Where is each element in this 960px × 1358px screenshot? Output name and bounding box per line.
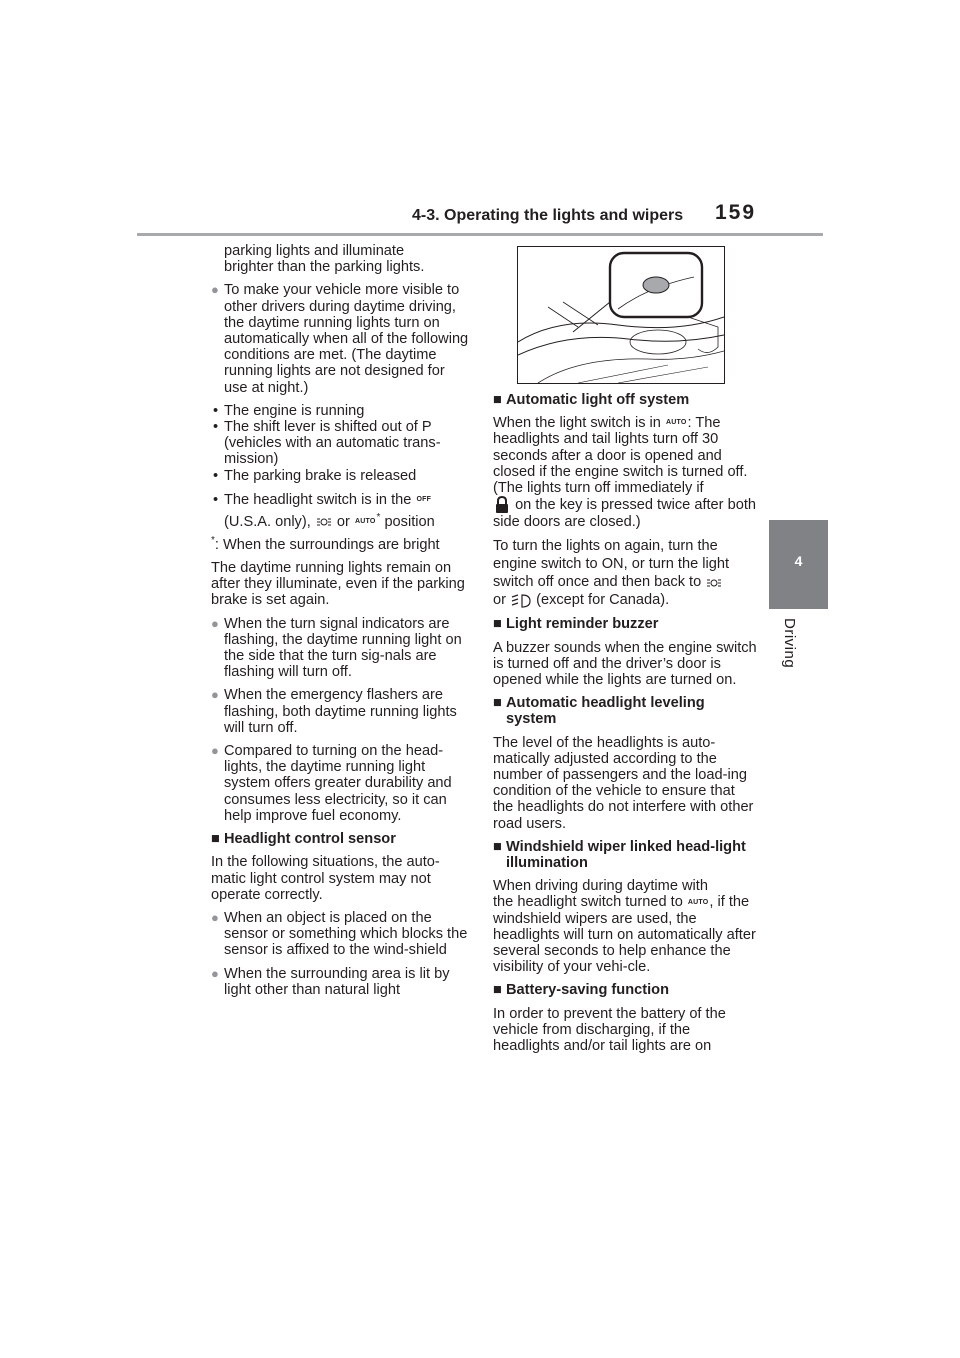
bullet-item: ●When the turn signal indicators are fla… <box>211 615 462 681</box>
off-icon: OFF <box>416 495 432 503</box>
footnote: *: When the surroundings are bright <box>211 534 440 553</box>
daytime-running-light-icon <box>707 579 722 587</box>
windshield-sensor-drawing <box>518 251 724 383</box>
paragraph: In order to prevent the battery of the v… <box>493 1005 726 1055</box>
auto-icon: AUTO <box>354 517 376 525</box>
section-heading: ■Headlight control sensor <box>211 831 396 848</box>
condition-item: • The headlight switch is in the OFF (U.… <box>213 491 435 530</box>
low-beam-headlight-icon <box>511 593 531 608</box>
paragraph: In the following situations, the auto-ma… <box>211 854 440 903</box>
auto-icon: AUTO <box>687 898 709 906</box>
paragraph: When the light switch is in AUTO: The he… <box>493 415 756 531</box>
continued-text: parking lights and illuminate brighter t… <box>224 243 425 276</box>
section-heading: ■Windshield wiper linked head-light illu… <box>493 838 746 872</box>
bullet-item: ●Compared to turning on the head-lights,… <box>211 743 452 824</box>
daytime-running-light-icon <box>316 518 331 526</box>
bullet-item: ●When the surrounding area is lit by lig… <box>211 965 450 998</box>
bullet-icon: ● <box>211 909 219 925</box>
lock-icon <box>496 496 508 514</box>
section-title: 4-3. Operating the lights and wipers <box>412 207 684 224</box>
left-column: parking lights and illuminate brighter t… <box>211 243 469 1005</box>
bullet-icon: ● <box>211 615 219 631</box>
bullet-item: ●When the emergency flashers are flashin… <box>211 687 457 736</box>
page-number: 159 <box>715 201 757 224</box>
paragraph: The daytime running lights remain on aft… <box>211 560 465 609</box>
condition-item: •The parking brake is released <box>213 467 417 484</box>
bullet-icon: ● <box>211 687 219 703</box>
paragraph: The level of the headlights is auto-mati… <box>493 734 754 832</box>
section-heading: ■Automatic headlight leveling system <box>493 695 705 728</box>
bullet-icon: ● <box>211 743 219 759</box>
chapter-tab: 4 <box>769 520 828 609</box>
chapter-label: Driving <box>781 618 798 669</box>
chapter-tab-number: 4 <box>794 553 803 569</box>
paragraph: To turn the lights on again, turn the en… <box>493 538 730 609</box>
bullet-icon: ● <box>211 965 219 981</box>
section-heading: ■Battery-saving function <box>493 982 669 999</box>
section-heading: ■Automatic light off system <box>493 392 690 408</box>
condition-item: •The engine is running <box>213 402 365 419</box>
header-rule <box>137 233 823 236</box>
auto-icon: AUTO <box>665 419 687 427</box>
paragraph: When driving during daytime with the hea… <box>493 878 756 976</box>
bullet-item: ●To make your vehicle more visible to ot… <box>211 282 469 396</box>
section-heading: ■Light reminder buzzer <box>493 616 659 633</box>
condition-item: •The shift lever is shifted out of P (ve… <box>213 419 441 468</box>
bullet-item: ●When an object is placed on the sensor … <box>211 909 468 959</box>
right-column: ■Automatic light off system When the lig… <box>493 243 757 1061</box>
light-sensor-illustration <box>517 246 725 384</box>
paragraph: A buzzer sounds when the engine switch i… <box>493 639 757 689</box>
bullet-icon: ● <box>211 282 219 298</box>
